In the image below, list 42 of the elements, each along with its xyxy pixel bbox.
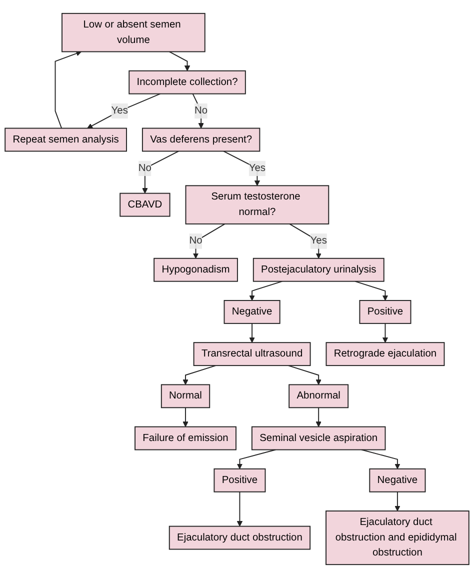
edge-label: Yes [111,105,128,116]
node-box: Ejaculatory duct obstruction and epididymal obstruction [326,510,470,566]
node-box: Hypogonadism [154,258,238,282]
node-box: Negative [224,300,280,324]
node-box: Low or absent semen volume [62,12,206,52]
arrow [249,322,255,343]
edge-label: Yes [248,162,266,174]
node-box: CBAVD [120,192,170,217]
node-box: Seminal vesicle aspiration [251,426,386,450]
node-box: Transrectal ultrasound [193,342,311,366]
arrow [249,280,283,301]
arrow [288,365,322,385]
edge-label: No [189,235,202,246]
edge-label: Yes [310,235,327,246]
node-box: Failure of emission [134,426,236,450]
arrow [354,280,388,301]
arrow [361,449,400,470]
node-box: Abnormal [288,384,349,408]
arrow [54,50,82,129]
arrow [142,150,180,194]
arrow [394,491,400,512]
arrow [236,449,276,470]
edge-label: No [194,105,208,116]
node-box: Ejaculatory duct obstruction [168,526,311,550]
node-box: Incomplete collection? [128,70,246,94]
node-box: Vas deferens present? [142,128,260,152]
arrow [236,491,243,527]
node-box: Postejaculatory urinalysis [252,258,384,282]
arrow [87,93,161,128]
edge-label: No [138,162,152,174]
node-box: Serum testosterone normal? [185,185,330,224]
node-box: Positive [359,300,412,324]
node-box: Positive [214,468,266,492]
node-box: Repeat semen analysis [4,128,127,152]
node-box: Negative [369,468,426,492]
arrow [382,322,388,343]
arrow [168,51,190,72]
arrow [316,407,322,428]
arrow [182,365,216,385]
arrow [182,407,188,428]
node-box: Retrograde ejaculation [326,342,445,366]
node-box: Normal [160,384,210,408]
